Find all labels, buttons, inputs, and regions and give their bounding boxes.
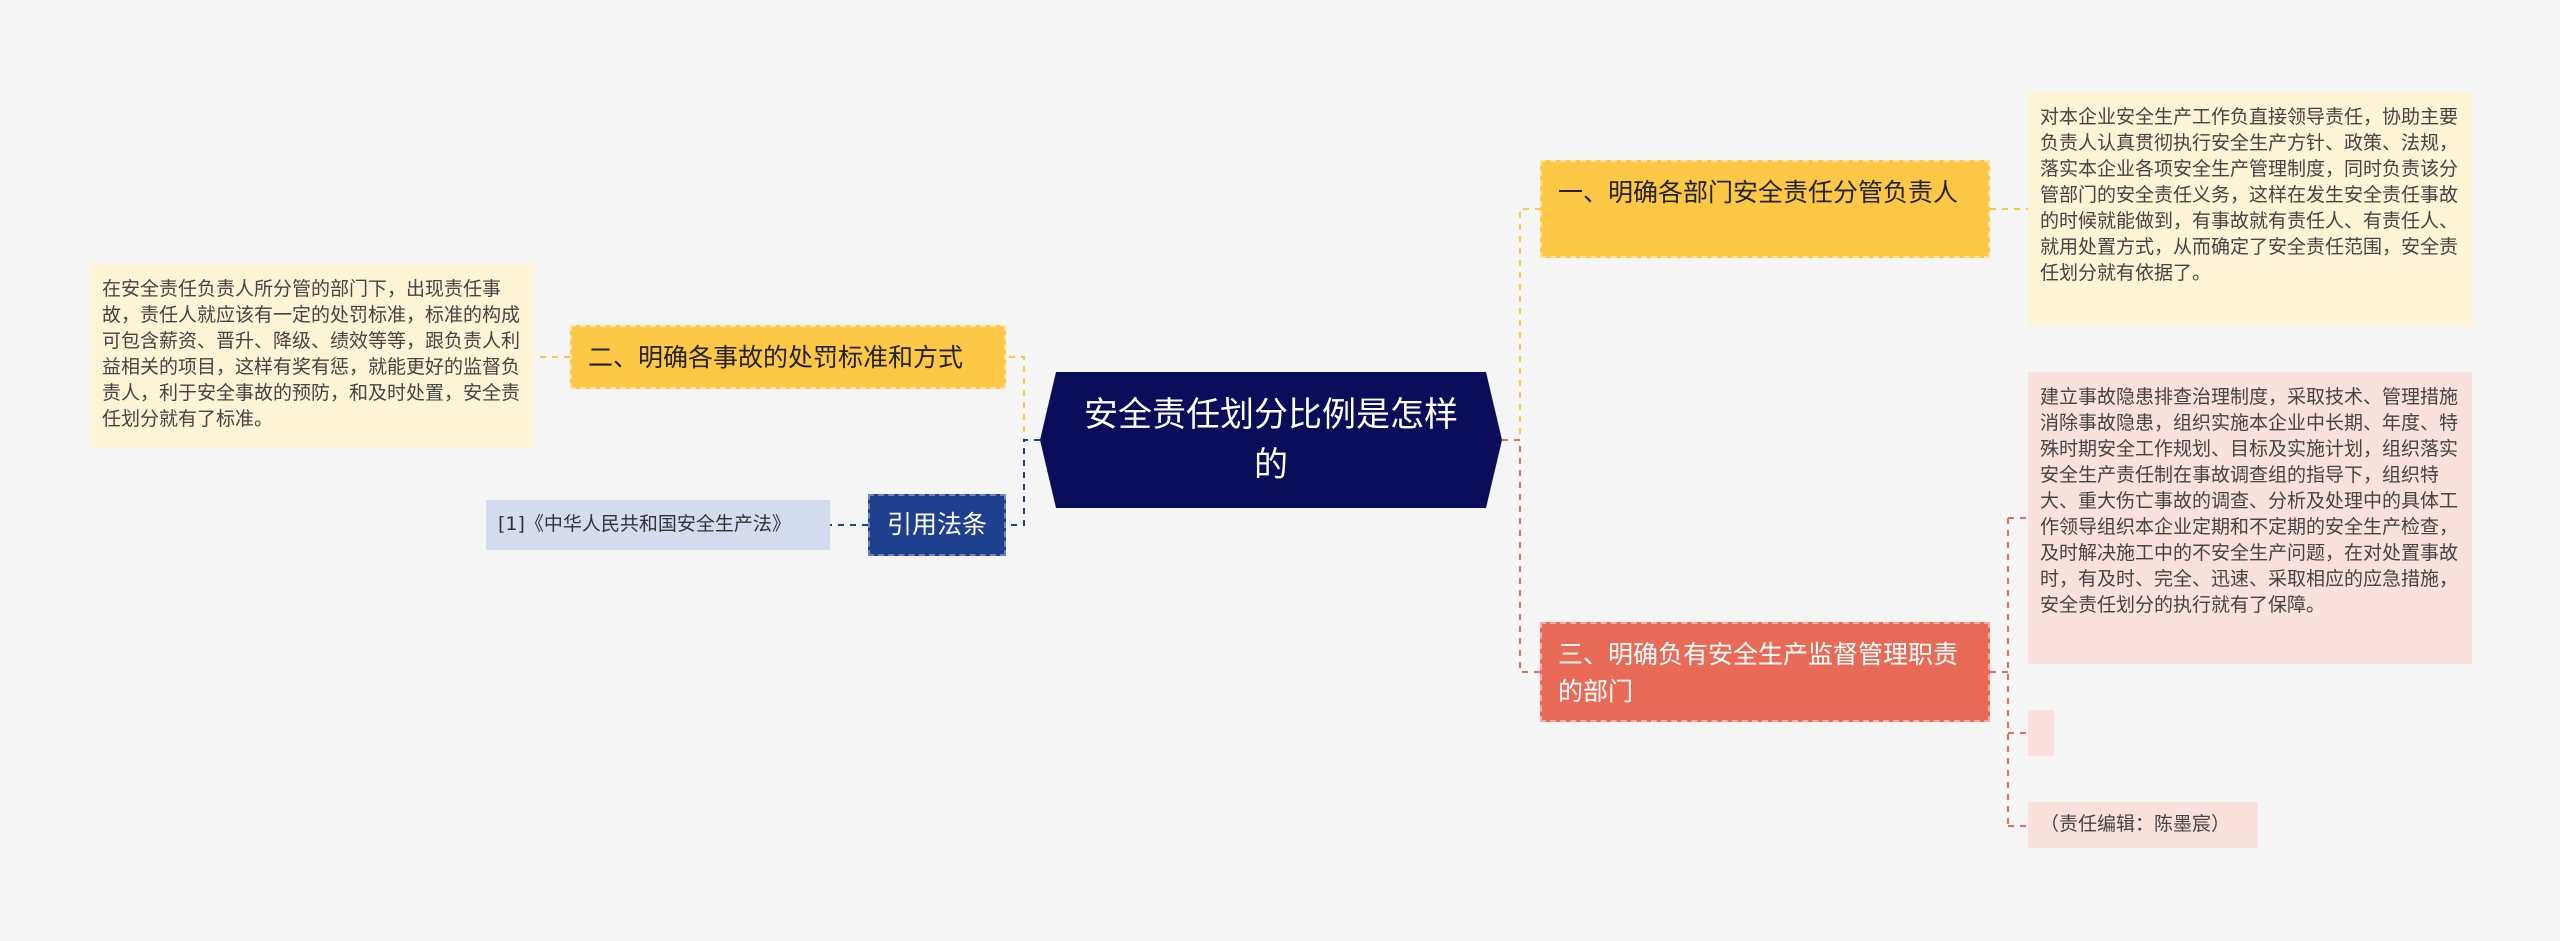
leaf-penalty-standards-detail[interactable]: 在安全责任负责人所分管的部门下，出现责任事故，责任人就应该有一定的处罚标准，标准… (90, 264, 534, 448)
leaf-empty[interactable] (2028, 710, 2054, 756)
leaf-editor-credit[interactable]: （责任编辑：陈墨宸） (2028, 802, 2258, 848)
link-center-b4 (1006, 439, 1040, 526)
leaf-department-responsibility-detail[interactable]: 对本企业安全生产工作负直接领导责任，协助主要负责人认真贯彻执行安全生产方针、政策… (2028, 92, 2472, 326)
branch-department-responsibility[interactable]: 一、明确各部门安全责任分管负责人 (1540, 160, 1990, 258)
branch-cited-laws[interactable]: 引用法条 (868, 494, 1006, 556)
link-center-b3 (1502, 439, 1540, 673)
link-b3-leaves (1990, 517, 2028, 827)
branch-supervision-departments[interactable]: 三、明确负有安全生产监督管理职责的部门 (1540, 622, 1990, 722)
link-center-b1 (1502, 208, 1540, 441)
leaf-cited-law[interactable]: [1]《中华人民共和国安全生产法》 (486, 500, 830, 550)
link-center-b2 (1006, 356, 1040, 441)
central-topic[interactable]: 安全责任划分比例是怎样的 (1040, 372, 1502, 508)
branch-penalty-standards[interactable]: 二、明确各事故的处罚标准和方式 (570, 325, 1006, 389)
leaf-supervision-detail[interactable]: 建立事故隐患排查治理制度，采取技术、管理措施消除事故隐患，组织实施本企业中长期、… (2028, 372, 2472, 664)
